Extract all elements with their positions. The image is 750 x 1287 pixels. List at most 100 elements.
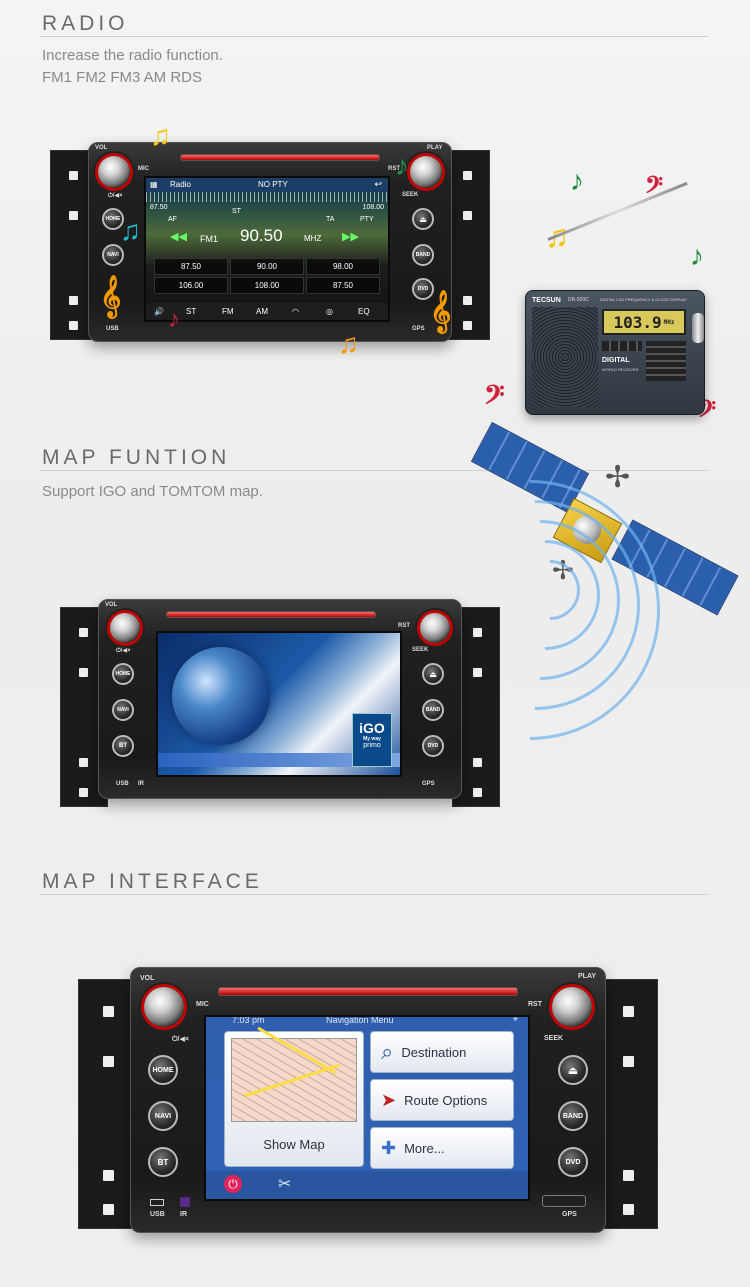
digital-label: DIGITAL — [602, 357, 630, 364]
music-note-icon: ♫ — [150, 120, 171, 151]
am-button[interactable]: AM — [256, 307, 268, 316]
map-section-title: MAP FUNTION — [42, 446, 231, 469]
frequency-unit: MHZ — [304, 234, 322, 243]
bass-clef-icon: 𝄢 — [484, 380, 505, 416]
radio-section-title: RADIO — [42, 12, 129, 35]
scale-high: 108.00 — [362, 204, 384, 211]
destination-tile[interactable]: ⌕ Destination — [370, 1031, 514, 1073]
preset-5[interactable]: 108.00 — [230, 277, 304, 294]
navi-button[interactable]: NAVI — [102, 244, 124, 266]
play-label: PLAY — [578, 973, 597, 980]
nav-time: 7:03 pm — [232, 1015, 265, 1025]
mic-label: MIC — [138, 166, 149, 172]
usb-label: USB — [150, 1211, 165, 1218]
tools-icon[interactable]: ✂ — [278, 1176, 292, 1193]
receiver-label: WORLD RECEIVER — [602, 367, 639, 372]
band-button[interactable]: BAND — [422, 699, 444, 721]
ir-label: IR — [138, 781, 144, 787]
gps-label: GPS — [422, 781, 435, 787]
band-button[interactable]: BAND — [412, 244, 434, 266]
eject-button[interactable]: ⏏ — [422, 663, 444, 685]
power-icon[interactable]: ⏻ — [224, 1175, 242, 1193]
satellite-dish — [573, 516, 601, 544]
globe-image — [172, 647, 270, 745]
home-button[interactable]: HOME — [112, 663, 134, 685]
ta-button[interactable]: TA — [326, 216, 335, 223]
settings-icon[interactable]: ◎ — [326, 307, 333, 316]
volume-knob[interactable] — [98, 156, 130, 188]
preset-2[interactable]: 90.00 — [230, 258, 304, 275]
show-map-tile[interactable]: Show Map — [224, 1026, 364, 1167]
music-note-icon: ♪ — [395, 150, 409, 181]
loading-bar — [158, 753, 400, 767]
volume-knob[interactable] — [110, 613, 140, 643]
preset-3[interactable]: 98.00 — [306, 258, 380, 275]
bt-button[interactable]: BT — [112, 735, 134, 757]
route-options-label: Route Options — [404, 1092, 488, 1108]
preset-6[interactable]: 87.50 — [306, 277, 380, 294]
music-note-icon: ♪ — [690, 240, 704, 271]
eject-button[interactable]: ⏏ — [412, 208, 434, 230]
puzzle-icon: ✚ — [381, 1137, 397, 1158]
navi-button[interactable]: NAVI — [148, 1101, 178, 1131]
radio-section-rule — [40, 36, 708, 37]
band-indicator: FM1 — [200, 234, 218, 244]
volume-knob[interactable] — [144, 987, 184, 1027]
map-section-desc: Support IGO and TOMTOM map. — [42, 483, 263, 500]
treble-clef-icon: 𝄞 — [100, 275, 122, 316]
play-label: PLAY — [427, 145, 443, 151]
map-thumbnail — [231, 1026, 357, 1122]
seek-forward-icon[interactable]: ▶▶ — [342, 231, 359, 243]
seek-label: SEEK — [544, 1035, 564, 1042]
route-options-tile[interactable]: ➤ Route Options — [370, 1079, 514, 1121]
interface-section-title: MAP INTERFACE — [42, 870, 263, 893]
navi-button[interactable]: NAVI — [112, 699, 134, 721]
st-button[interactable]: ST — [186, 307, 197, 316]
radio-keypad[interactable] — [602, 341, 642, 351]
home-button[interactable]: HOME — [148, 1055, 178, 1085]
speaker-grille — [532, 307, 598, 407]
back-icon[interactable]: ↩ — [374, 179, 382, 189]
seek-knob[interactable] — [410, 156, 442, 188]
seek-knob[interactable] — [420, 613, 450, 643]
menu-grid-icon[interactable]: ▦ — [150, 180, 158, 189]
preset-1[interactable]: 87.50 — [154, 258, 228, 275]
radio-buttons[interactable] — [646, 341, 686, 381]
rst-label: RST — [528, 1001, 542, 1008]
radio-header: ▦ Radio NO PTY ↩ — [146, 178, 388, 192]
radio-screen: ▦ Radio NO PTY ↩ 87.50 108.00 AF ST TA P… — [144, 176, 390, 322]
portable-radio: TECSUN DR-920C DIGITAL LCD FREQUENCY & C… — [525, 290, 705, 415]
dvd-button[interactable]: DVD — [412, 278, 434, 300]
eject-button[interactable]: ⏏ — [558, 1055, 588, 1085]
route-icon: ➤ — [381, 1089, 397, 1110]
right-bracket — [596, 979, 658, 1229]
usb-port-icon — [150, 1199, 164, 1206]
igo-logo: iGO My way primo — [352, 713, 392, 767]
magnifier-icon: ⌕ — [381, 1039, 394, 1064]
more-tile[interactable]: ✚ More... — [370, 1127, 514, 1169]
scale-low: 87.50 — [150, 204, 168, 211]
headphone-icon[interactable]: ◠ — [292, 307, 299, 316]
dvd-button[interactable]: DVD — [558, 1147, 588, 1177]
fm-button[interactable]: FM — [222, 307, 234, 316]
preset-4[interactable]: 106.00 — [154, 277, 228, 294]
frequency-scale[interactable] — [146, 192, 388, 202]
seek-knob[interactable] — [552, 987, 592, 1027]
home-button[interactable]: HOME — [102, 208, 124, 230]
music-note-icon: ♪ — [570, 165, 584, 196]
dvd-button[interactable]: DVD — [422, 735, 444, 757]
show-map-label: Show Map — [263, 1137, 325, 1152]
st-indicator: ST — [232, 208, 241, 215]
af-button[interactable]: AF — [168, 216, 177, 223]
band-button[interactable]: BAND — [558, 1101, 588, 1131]
seek-back-icon[interactable]: ◀◀ — [170, 231, 187, 243]
radio-desc-line2: FM1 FM2 FM3 AM RDS — [42, 69, 203, 86]
eq-button[interactable]: EQ — [358, 307, 370, 316]
radio-header-title: Radio — [170, 180, 191, 189]
speaker-icon[interactable]: 🔊 — [154, 307, 164, 316]
bt-button[interactable]: BT — [148, 1147, 178, 1177]
pty-button[interactable]: PTY — [360, 216, 374, 223]
tuning-dial[interactable] — [692, 313, 704, 343]
seek-label: SEEK — [402, 192, 419, 198]
rst-label: RST — [388, 166, 400, 172]
